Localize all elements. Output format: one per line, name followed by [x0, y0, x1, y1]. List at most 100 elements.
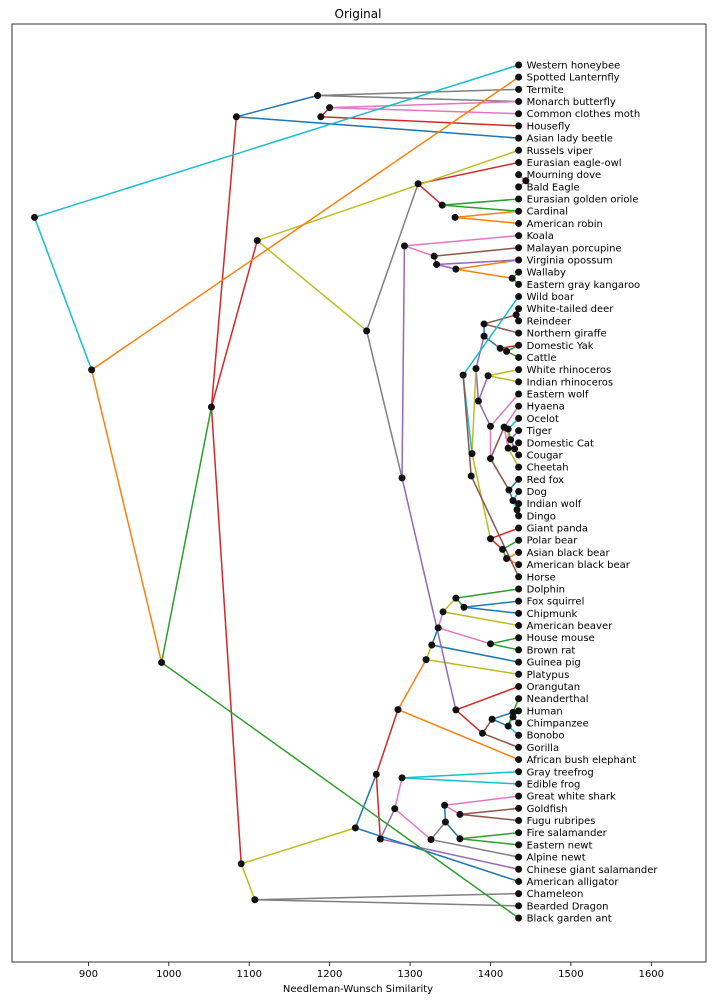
- node-bb: [503, 555, 511, 563]
- node-bm: [363, 327, 371, 335]
- branch-bo-0: [442, 198, 519, 206]
- branch-an-1: [430, 838, 519, 858]
- leaf-point: [515, 183, 523, 191]
- x-tick-label: 1500: [558, 969, 583, 980]
- leaf-label: Reindeer: [527, 316, 572, 327]
- leaf-label: Human: [527, 706, 563, 717]
- leaf-point: [515, 439, 523, 447]
- node-an: [427, 836, 435, 844]
- node-mar: [433, 261, 441, 269]
- leaf-label: Bonobo: [527, 731, 565, 742]
- branch-mam-0: [401, 245, 406, 478]
- leaf-label: Termite: [526, 85, 564, 96]
- leaf-point: [515, 804, 523, 812]
- node-bp: [499, 545, 507, 553]
- branch-rw-0: [477, 375, 489, 402]
- leaf-label: Red fox: [527, 475, 565, 486]
- branch-oo-0: [455, 685, 519, 711]
- node-sal: [456, 835, 464, 843]
- leaf-label: Koala: [527, 231, 554, 242]
- leaf-label: Brown rat: [527, 645, 576, 656]
- leaf-point: [515, 609, 523, 617]
- branch-sl-1: [90, 369, 163, 663]
- branch-rm-0: [490, 636, 519, 645]
- leaf-label: Asian lady beetle: [527, 134, 613, 145]
- leaf-point: [515, 682, 523, 690]
- node-points: [31, 61, 530, 922]
- node-bg: [486, 535, 494, 543]
- leaf-point: [515, 146, 523, 154]
- branch-lines: [33, 64, 527, 919]
- branch-rr-1: [437, 627, 491, 645]
- leaf-label: Gorilla: [527, 743, 559, 754]
- branch-rs-1: [463, 606, 519, 615]
- branch-bga-1: [161, 661, 520, 919]
- leaf-label: Ocelot: [527, 414, 559, 425]
- leaf-label: American beaver: [527, 621, 613, 632]
- leaf-point: [515, 597, 523, 605]
- leaf-point: [515, 268, 523, 276]
- leaf-label: Platypus: [527, 670, 570, 681]
- leaf-label: Guinea pig: [527, 658, 581, 669]
- leaf-label: Chipmunk: [527, 609, 578, 620]
- node-cg: [496, 344, 504, 352]
- node-am: [391, 805, 399, 813]
- x-tick-label: 1400: [478, 969, 503, 980]
- node-rh: [484, 372, 492, 380]
- leaf-point: [515, 670, 523, 678]
- node-ungu: [472, 365, 480, 373]
- leaf-label: African bush elephant: [527, 755, 637, 766]
- leaf-label: Cheetah: [527, 463, 569, 474]
- leaf-label: Tiger: [526, 426, 553, 437]
- leaf-label: Giant panda: [527, 524, 588, 535]
- node-bir: [414, 180, 422, 188]
- branch-fh-1: [503, 427, 509, 449]
- node-vo: [452, 265, 460, 273]
- branch-wb-0: [462, 296, 520, 376]
- leaf-label: Russels viper: [527, 146, 594, 157]
- leaf-label: Neanderthal: [527, 694, 589, 705]
- leaf-point: [515, 622, 523, 630]
- leaf-point: [515, 134, 523, 142]
- branch-rv-0: [257, 149, 519, 242]
- x-tick-label: 1200: [317, 969, 342, 980]
- leaf-label: Virginia opossum: [527, 255, 613, 266]
- leaf-label: Common clothes moth: [527, 109, 641, 120]
- leaf-label: Hyaena: [527, 402, 565, 413]
- node-mk: [400, 242, 408, 250]
- branch-bm-0: [365, 183, 419, 332]
- leaf-label: Fire salamander: [527, 828, 608, 839]
- leaf-label: Asian black bear: [527, 548, 611, 559]
- leaf-point: [515, 353, 523, 361]
- branch-eb-0: [397, 708, 519, 761]
- branch-bc-0: [455, 210, 519, 219]
- node-cu: [480, 332, 488, 340]
- node-il: [232, 113, 240, 121]
- leaf-label: Domestic Cat: [527, 438, 594, 449]
- leaf-label: House mouse: [527, 633, 595, 644]
- leaf-point: [515, 902, 523, 910]
- branch-sal-0: [459, 831, 519, 840]
- node-cn: [486, 455, 494, 463]
- branch-mpo-0: [434, 247, 519, 257]
- leaf-point: [515, 719, 523, 727]
- node-ta: [351, 824, 359, 832]
- node-bd: [522, 177, 530, 185]
- leaf-label: Bald Eagle: [527, 182, 580, 193]
- leaf-point: [515, 414, 523, 422]
- node-mpo: [430, 252, 438, 260]
- leaf-label: Great white shark: [527, 792, 616, 803]
- leaf-label: Horse: [527, 572, 556, 583]
- branch-hw-1: [470, 475, 520, 578]
- leaf-point: [515, 500, 523, 508]
- leaf-label: Wallaby: [527, 268, 566, 279]
- leaf-point: [515, 890, 523, 898]
- leaf-label: Western honeybee: [527, 61, 621, 72]
- branch-hf-1: [320, 116, 519, 127]
- node-lz: [251, 896, 259, 904]
- branch-vert-2: [210, 407, 242, 864]
- node-rm: [486, 640, 494, 648]
- leaf-label: Malayan porcupine: [527, 243, 622, 254]
- leaf-label: Eastern gray kangaroo: [527, 280, 641, 291]
